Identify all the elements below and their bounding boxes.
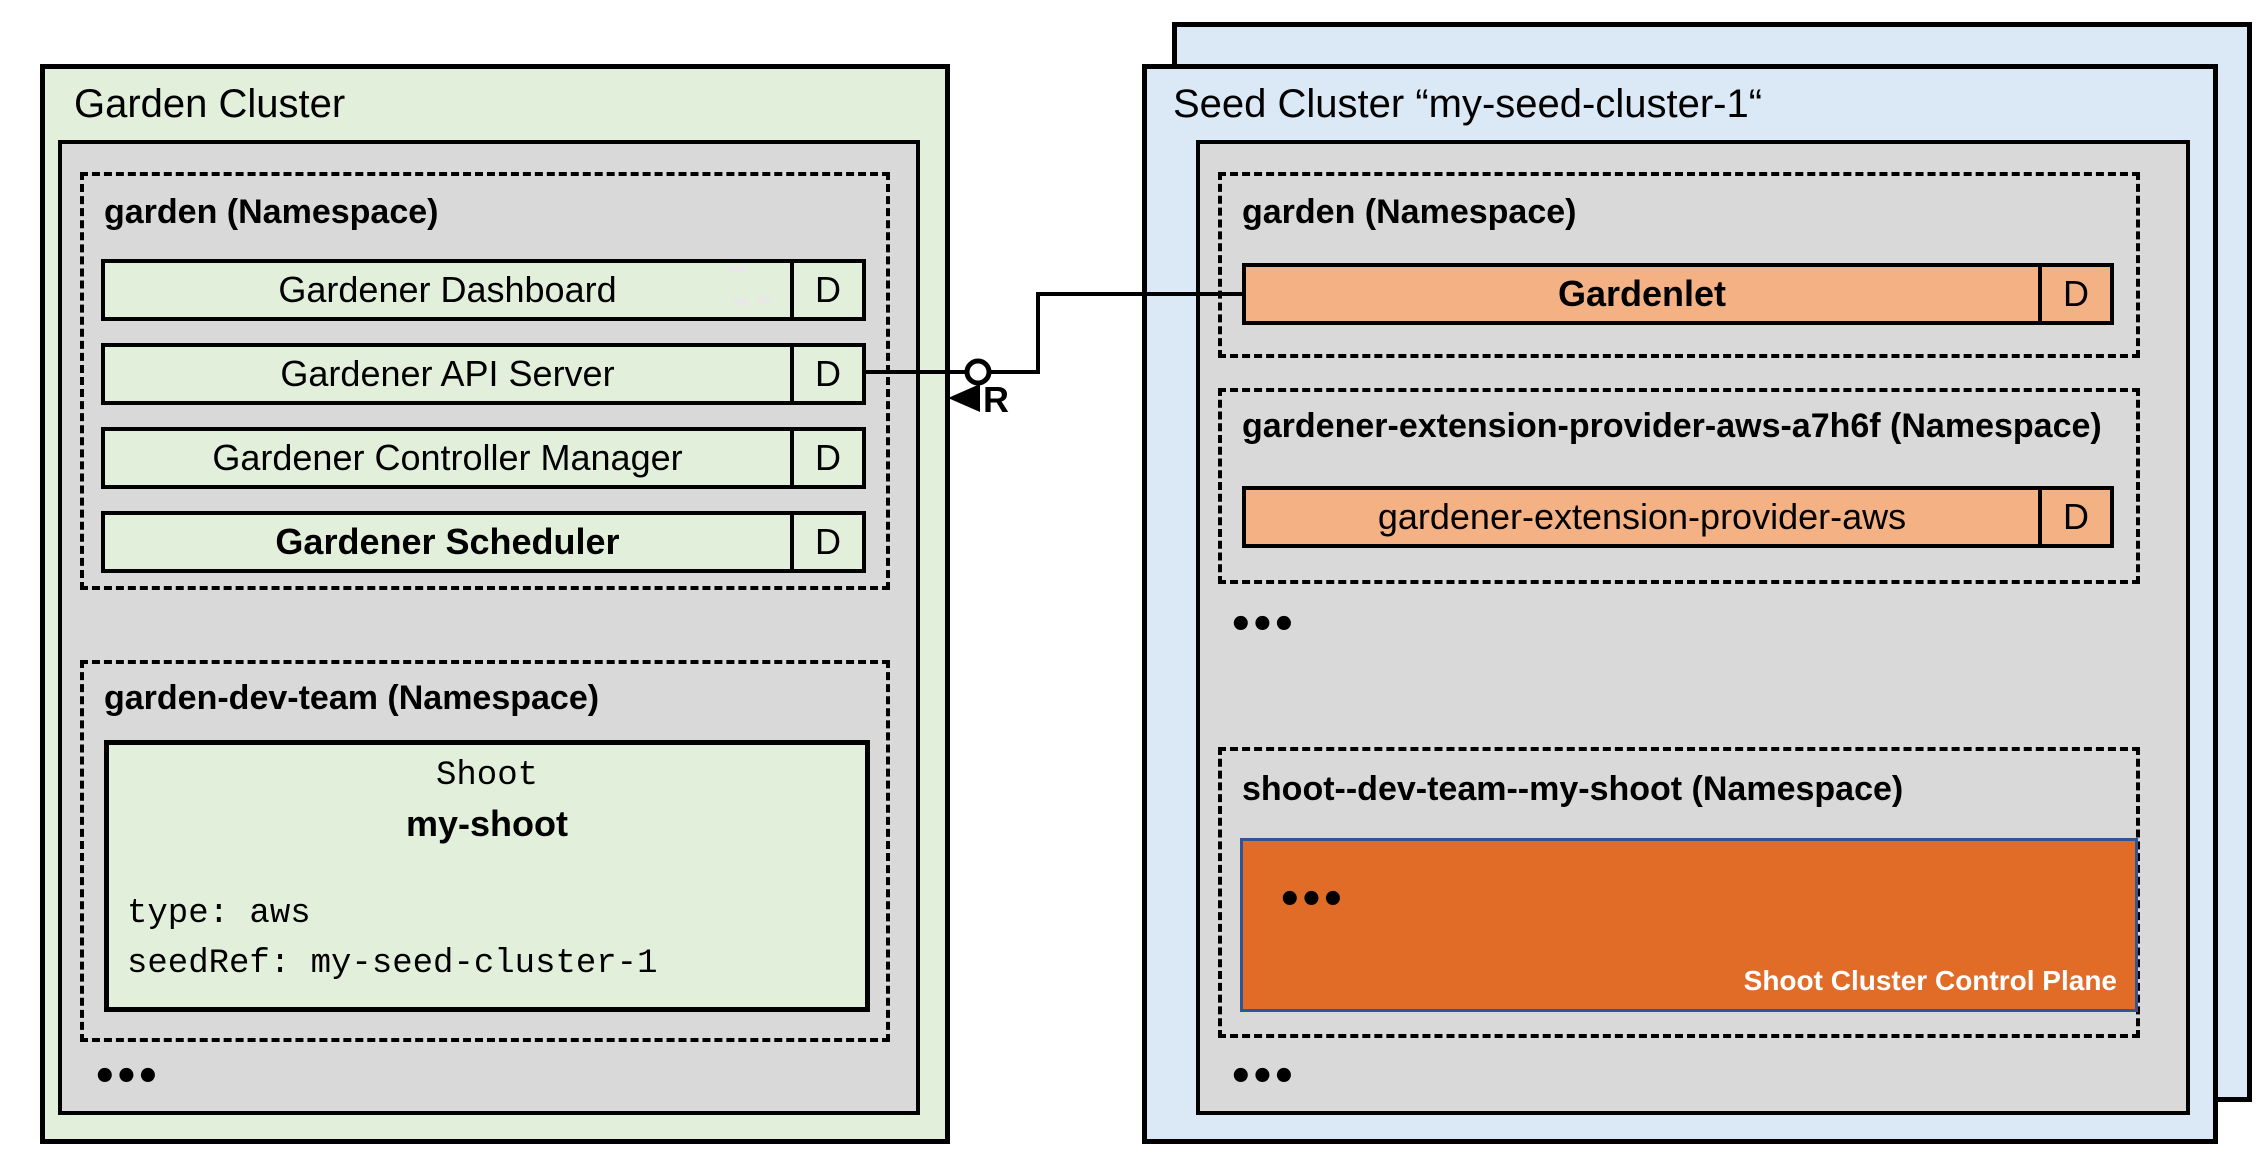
seed-cluster-inner-box: garden (Namespace) Gardenlet D gardener-… (1196, 140, 2190, 1115)
seed-cluster-title: Seed Cluster “my-seed-cluster-1“ (1173, 82, 1763, 126)
shoot-namespace-box: shoot--dev-team--my-shoot (Namespace) ••… (1218, 747, 2140, 1038)
deployment-badge: D (2038, 490, 2110, 544)
deployment-badge: D (2038, 267, 2110, 321)
component-row-gardener-dashboard: Gardener Dashboard D (101, 259, 866, 321)
seed-garden-namespace-label: garden (Namespace) (1242, 193, 1577, 231)
component-row-gardener-scheduler: Gardener Scheduler D (101, 511, 866, 573)
ellipsis: ••• (1228, 1054, 1297, 1100)
garden-cluster-box: Garden Cluster garden (Namespace) Garden… (40, 64, 950, 1144)
interface-circle-icon (964, 358, 992, 386)
component-row-gardener-api-server: Gardener API Server D (101, 343, 866, 405)
deployment-badge: D (790, 431, 862, 485)
seed-garden-namespace-box: garden (Namespace) Gardenlet D (1218, 172, 2140, 358)
component-row-extension-provider-aws: gardener-extension-provider-aws D (1242, 486, 2114, 548)
ellipsis: ••• (1277, 877, 1346, 923)
shoot-control-plane-box: ••• Shoot Cluster Control Plane (1240, 838, 2138, 1012)
garden-cluster-inner-box: garden (Namespace) Gardener Dashboard D … (58, 140, 920, 1115)
artifact-mark (757, 297, 772, 303)
component-name: Gardener API Server (280, 353, 615, 394)
shoot-control-plane-label: Shoot Cluster Control Plane (1743, 965, 2117, 996)
extension-namespace-label: gardener-extension-provider-aws-a7h6f (N… (1242, 407, 2102, 445)
shoot-kind: Shoot (435, 757, 539, 795)
shoot-spec-type: type: aws (127, 895, 311, 933)
garden-dev-team-namespace-box: garden-dev-team (Namespace) Shoot my-sho… (80, 660, 890, 1042)
artifact-mark (733, 299, 749, 305)
component-name: Gardener Controller Manager (212, 437, 683, 478)
component-name: Gardenlet (1557, 273, 1727, 314)
component-name: Gardener Dashboard (278, 269, 617, 310)
shoot-namespace-label: shoot--dev-team--my-shoot (Namespace) (1242, 770, 1904, 808)
deployment-badge: D (790, 515, 862, 569)
seed-cluster-box: Seed Cluster “my-seed-cluster-1“ garden … (1142, 64, 2218, 1144)
extension-namespace-box: gardener-extension-provider-aws-a7h6f (N… (1218, 388, 2140, 584)
component-row-gardenlet: Gardenlet D (1242, 263, 2114, 325)
shoot-resource-box: Shoot my-shoot type: aws seedRef: my-see… (104, 740, 870, 1012)
garden-cluster-title: Garden Cluster (74, 82, 346, 126)
garden-namespace-box: garden (Namespace) Gardener Dashboard D … (80, 172, 890, 590)
artifact-mark (728, 266, 746, 272)
deployment-badge: D (790, 263, 862, 317)
ellipsis: ••• (92, 1054, 161, 1100)
shoot-name: my-shoot (406, 803, 568, 844)
garden-dev-team-namespace-label: garden-dev-team (Namespace) (104, 679, 600, 717)
garden-namespace-label: garden (Namespace) (104, 193, 439, 231)
component-row-gardener-controller-manager: Gardener Controller Manager D (101, 427, 866, 489)
deployment-badge: D (790, 347, 862, 401)
shoot-spec-seedref: seedRef: my-seed-cluster-1 (127, 945, 658, 983)
component-name: gardener-extension-provider-aws (1377, 496, 1907, 537)
watch-arrow-icon (948, 384, 980, 412)
component-name: Gardener Scheduler (275, 521, 620, 562)
ellipsis: ••• (1228, 602, 1297, 648)
connector-label: R (983, 379, 1009, 420)
